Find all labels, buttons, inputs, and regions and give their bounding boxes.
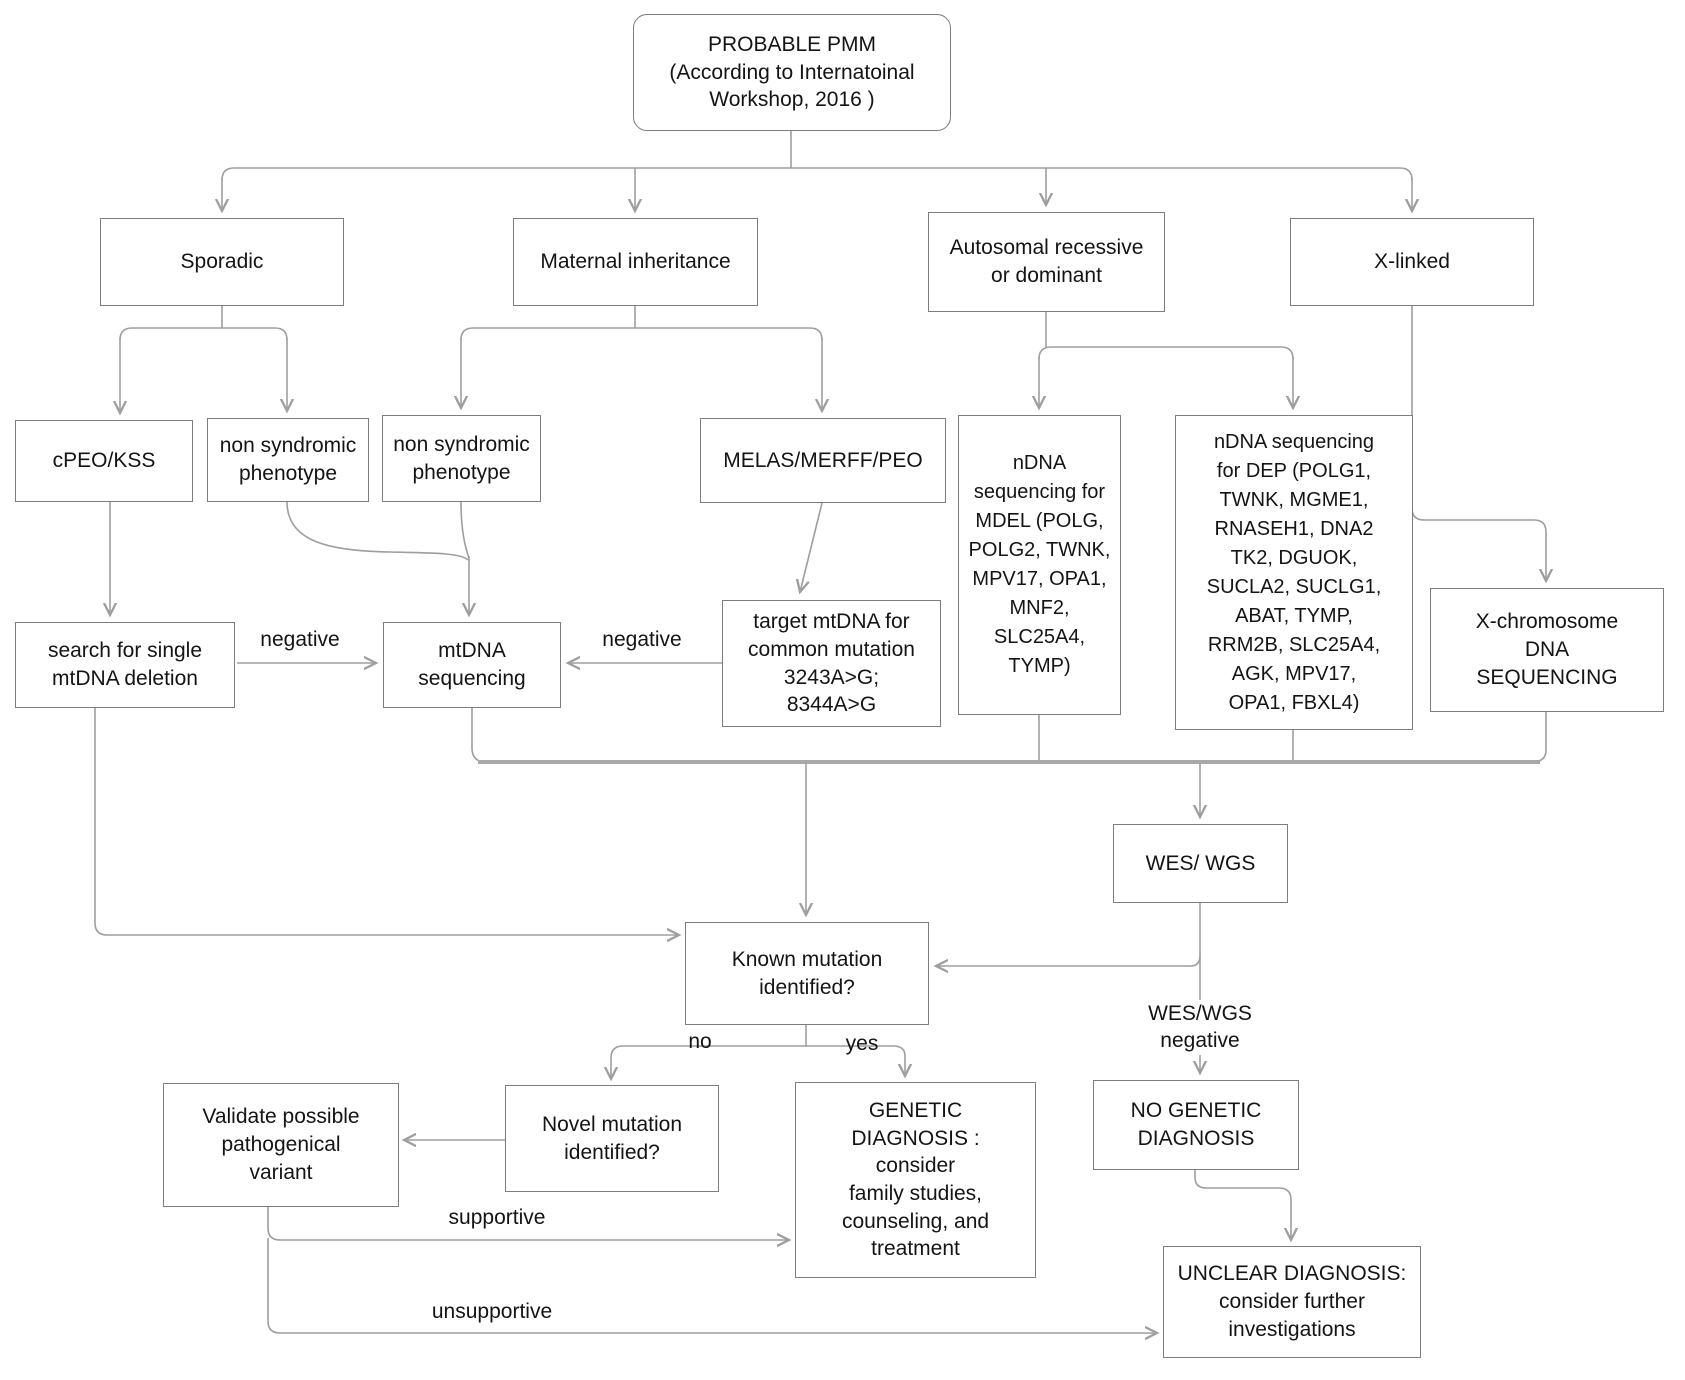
node-probable-pmm: PROBABLE PMM (According to Internatoinal… bbox=[633, 14, 951, 131]
edge-known-no bbox=[611, 1045, 806, 1079]
edge-ns1-merge bbox=[286, 501, 469, 561]
node-genetic-diagnosis: GENETIC DIAGNOSIS : consider family stud… bbox=[795, 1082, 1036, 1278]
edge-label-unsupportive: unsupportive bbox=[431, 1300, 553, 1323]
node-target-mtdna: target mtDNA for common mutation 3243A>G… bbox=[722, 600, 941, 727]
edge-maternal-stem bbox=[460, 306, 823, 341]
edge-sporadic-stem bbox=[119, 306, 288, 341]
edge-label-no: no bbox=[688, 1030, 712, 1053]
node-x-chromosome-sequencing: X-chromosome DNA SEQUENCING bbox=[1430, 588, 1664, 712]
edge-xchrom-bus bbox=[1531, 712, 1547, 763]
edge-row1-bus bbox=[221, 167, 1413, 181]
edge-autosomal-stem bbox=[1038, 312, 1294, 360]
edge-label-negative-left: negative bbox=[260, 628, 340, 651]
edge-label-wes-wgs-negative: WES/WGS negative bbox=[1126, 1000, 1274, 1055]
edge-label-negative-right: negative bbox=[602, 628, 682, 651]
node-unclear-diagnosis: UNCLEAR DIAGNOSIS: consider further inve… bbox=[1163, 1246, 1421, 1358]
edge-nogenetic-unclear bbox=[1194, 1170, 1291, 1240]
node-maternal-inheritance: Maternal inheritance bbox=[513, 218, 758, 306]
node-cpeo-kss: cPEO/KSS bbox=[15, 420, 193, 502]
node-validate-variant: Validate possible pathogenical variant bbox=[163, 1083, 399, 1207]
edge-wes-known bbox=[936, 955, 1201, 966]
edge-ns2-merge bbox=[460, 501, 470, 559]
node-search-single-deletion: search for single mtDNA deletion bbox=[15, 622, 235, 708]
node-known-mutation: Known mutation identified? bbox=[685, 922, 929, 1025]
node-sporadic: Sporadic bbox=[100, 218, 344, 306]
edge-known-yes bbox=[806, 1045, 905, 1076]
edge-label-yes: yes bbox=[845, 1032, 879, 1055]
node-x-linked: X-linked bbox=[1290, 218, 1534, 306]
edge-mtdna-bus bbox=[471, 708, 487, 763]
node-nonsyndromic-maternal: non syndromic phenotype bbox=[382, 415, 541, 502]
node-ndna-mdel: nDNA sequencing for MDEL (POLG, POLG2, T… bbox=[958, 415, 1121, 715]
node-wes-wgs: WES/ WGS bbox=[1113, 824, 1288, 903]
node-nonsyndromic-sporadic: non syndromic phenotype bbox=[207, 418, 369, 502]
edge-search-known bbox=[94, 708, 679, 935]
edge-unsupportive bbox=[267, 1238, 1157, 1333]
edge-label-supportive: supportive bbox=[448, 1206, 546, 1229]
node-novel-mutation: Novel mutation identified? bbox=[505, 1085, 719, 1192]
node-no-genetic-diagnosis: NO GENETIC DIAGNOSIS bbox=[1093, 1080, 1299, 1170]
edge-xlinked-xchrom bbox=[1411, 306, 1546, 581]
edge-supportive bbox=[267, 1207, 789, 1240]
node-autosomal: Autosomal recessive or dominant bbox=[928, 212, 1165, 312]
node-melas-merff-peo: MELAS/MERFF/PEO bbox=[700, 418, 946, 503]
node-ndna-dep: nDNA sequencing for DEP (POLG1, TWNK, MG… bbox=[1175, 415, 1413, 730]
edge-melas-target bbox=[800, 502, 823, 592]
node-mtdna-sequencing: mtDNA sequencing bbox=[383, 622, 561, 708]
